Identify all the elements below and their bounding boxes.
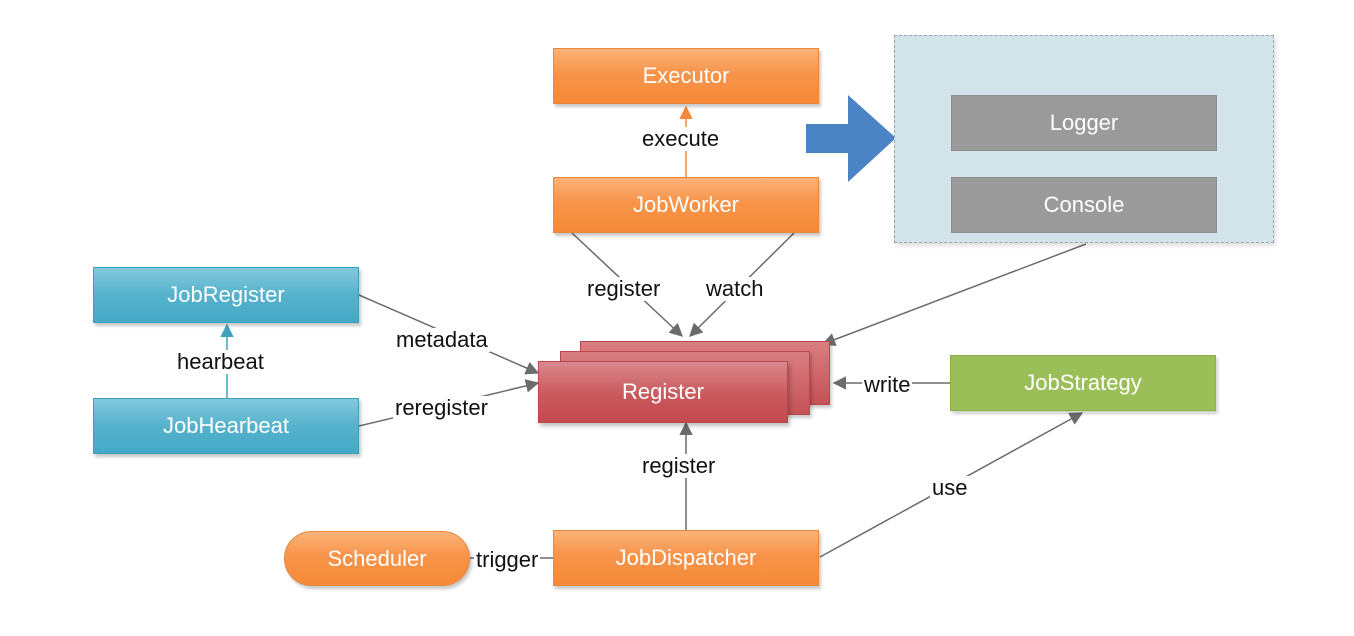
- label-metadata: metadata: [394, 327, 490, 352]
- node-logger[interactable]: Logger: [951, 95, 1217, 151]
- node-jobregister-label: JobRegister: [167, 282, 285, 307]
- node-scheduler[interactable]: Scheduler: [284, 531, 470, 586]
- node-jobdispatcher-label: JobDispatcher: [615, 545, 757, 570]
- node-register-label: Register: [622, 379, 704, 404]
- node-register[interactable]: Register: [538, 361, 788, 423]
- label-hearbeat: hearbeat: [175, 349, 266, 374]
- node-executor[interactable]: Executor: [553, 48, 819, 104]
- node-jobstrategy-label: JobStrategy: [1024, 370, 1142, 395]
- label-register-dispatcher: register: [640, 453, 718, 478]
- label-register-worker: register: [585, 276, 663, 301]
- node-jobworker[interactable]: JobWorker: [553, 177, 819, 233]
- label-execute: execute: [640, 126, 722, 151]
- node-jobstrategy[interactable]: JobStrategy: [950, 355, 1216, 411]
- label-write: write: [862, 372, 913, 397]
- node-scheduler-label: Scheduler: [327, 545, 427, 571]
- label-trigger: trigger: [474, 547, 541, 572]
- node-executor-label: Executor: [642, 63, 730, 88]
- label-reregister: reregister: [393, 395, 490, 420]
- big-arrow-icon: [806, 95, 896, 182]
- label-use: use: [930, 475, 970, 500]
- node-jobworker-label: JobWorker: [633, 192, 739, 217]
- node-jobhearbeat[interactable]: JobHearbeat: [93, 398, 359, 454]
- node-jobhearbeat-label: JobHearbeat: [163, 413, 289, 438]
- node-console[interactable]: Console: [951, 177, 1217, 233]
- label-watch: watch: [704, 276, 766, 301]
- node-logger-label: Logger: [1049, 110, 1119, 135]
- node-jobdispatcher[interactable]: JobDispatcher: [553, 530, 819, 586]
- edge-container-register: [821, 243, 1087, 346]
- node-jobregister[interactable]: JobRegister: [93, 267, 359, 323]
- node-console-label: Console: [1043, 192, 1125, 217]
